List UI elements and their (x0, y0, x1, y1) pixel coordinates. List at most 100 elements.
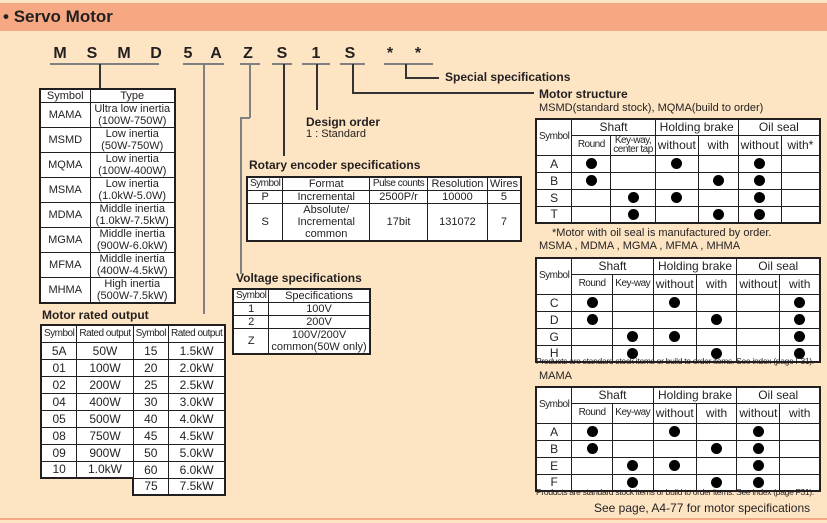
motor-structure-title: Motor structure (539, 87, 628, 101)
spec-line: 100V/200V (291, 329, 347, 341)
sub-header: with* (780, 134, 821, 156)
group-header: Holding brake (654, 118, 739, 136)
voltage-symbol: Z (232, 328, 270, 355)
model-code-char: M (117, 45, 131, 62)
filled-dot-icon (794, 347, 806, 359)
filled-dot-icon (627, 331, 639, 343)
output-value: 6.0kW (167, 460, 227, 479)
encoder-title: Rotary encoder specifications (249, 158, 421, 172)
column-header: Rated output (167, 324, 227, 343)
type-range: (100W-400W) (98, 165, 167, 177)
structure-cell (652, 439, 697, 458)
filled-dot-icon (586, 297, 598, 309)
structure-cell (736, 327, 781, 346)
output-value: 900W (76, 443, 134, 462)
type-symbol: MDMA (39, 202, 91, 228)
structure-cell (697, 171, 739, 190)
structure-symbol: S (535, 188, 573, 207)
sub-header: without (736, 402, 781, 424)
encoder-pulse: 17bit (369, 203, 429, 242)
sub-header: with (697, 134, 739, 156)
type-description: Low inertia(1.0kW-5.0W) (89, 177, 176, 203)
structure-cell (695, 422, 738, 441)
filled-dot-icon (711, 476, 723, 488)
model-code-char: * (386, 45, 394, 62)
structure-cell (571, 456, 613, 475)
sub-header: without (736, 273, 781, 295)
column-header: Wires (486, 176, 522, 191)
type-description: Ultra low inertia(100W-750W) (89, 102, 176, 128)
output-value: 2.0kW (167, 358, 227, 377)
filled-dot-icon (711, 314, 723, 326)
structure-cell (737, 188, 782, 207)
structure-cell (779, 344, 821, 363)
bullet-icon: • (3, 7, 9, 26)
structure-cell (697, 154, 739, 173)
structure-cell (780, 171, 821, 190)
structure-cell (779, 473, 821, 492)
column-header: Symbol (232, 288, 270, 303)
table-row: F (535, 473, 821, 492)
sub-header-line: Key-way, (614, 135, 652, 146)
voltage-symbol: 2 (232, 315, 270, 329)
code-underline (384, 63, 433, 65)
output-symbol: 04 (40, 392, 78, 411)
output-symbol: 15 (132, 341, 169, 360)
structure-cell (737, 154, 782, 173)
sub-header: Key-way,center tap (610, 134, 656, 156)
output-value: 5.0kW (167, 443, 227, 462)
structure-cell (652, 456, 697, 475)
structure-cell (571, 422, 613, 441)
structure-caption: MAMA (539, 370, 572, 382)
encoder-format: Incremental (282, 190, 371, 204)
design-order-value: 1 : Standard (306, 128, 366, 140)
type-line: Ultra low inertia (94, 103, 171, 115)
column-header: Symbol (535, 257, 573, 295)
structure-cell (779, 439, 821, 458)
output-value: 2.5kW (167, 375, 227, 394)
column-header: Format (282, 176, 371, 191)
structure-cell (611, 310, 654, 329)
sub-header: with (779, 273, 821, 295)
filled-dot-icon (669, 460, 681, 472)
filled-dot-icon (627, 460, 639, 472)
table-row: S (535, 188, 821, 207)
filled-dot-icon (585, 175, 597, 187)
group-header: Shaft (571, 257, 654, 275)
structure-cell (695, 293, 738, 312)
structure-cell (652, 293, 697, 312)
structure-symbol: D (535, 310, 573, 329)
filled-dot-icon (794, 297, 806, 309)
type-symbol: MSMD (39, 127, 91, 153)
output-symbol: 20 (132, 358, 169, 377)
structure-cell (654, 205, 699, 224)
structure-cell (695, 473, 738, 492)
type-line: Low inertia (105, 153, 159, 165)
model-code-char: S (276, 45, 288, 62)
empty-cell (41, 478, 77, 495)
type-symbol: MAMA (39, 102, 91, 128)
sub-header: Round (571, 134, 612, 156)
filled-dot-icon (627, 208, 639, 220)
structure-cell (611, 439, 654, 458)
structure-footnote: *Motor with oil seal is manufactured by … (552, 227, 772, 239)
design-order-title: Design order (306, 115, 381, 129)
group-header: Holding brake (652, 257, 738, 275)
structure-cell (779, 456, 821, 475)
sub-header: with (695, 273, 738, 295)
output-symbol: 25 (132, 375, 169, 394)
spec-line: 100V (306, 303, 332, 315)
output-value: 750W (76, 426, 134, 445)
encoder-resolution: 131072 (427, 203, 488, 242)
